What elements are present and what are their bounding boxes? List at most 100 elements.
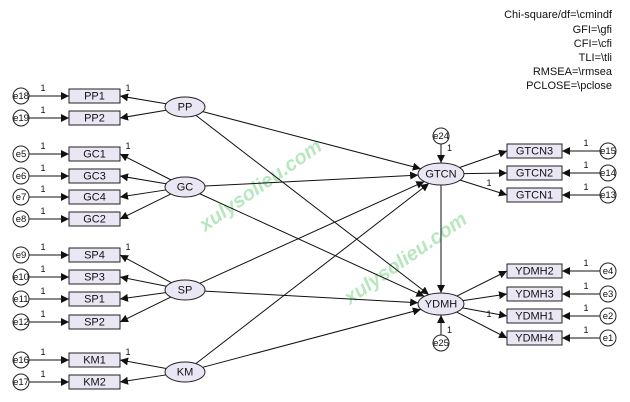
indicator-box-sp2 bbox=[68, 314, 121, 330]
latent-label-gc: GC bbox=[177, 182, 194, 194]
indicator-box-gc1 bbox=[68, 146, 121, 162]
error-circle-e12 bbox=[12, 313, 30, 331]
error-label-e2: e2 bbox=[603, 311, 614, 322]
loading-ydmh4 bbox=[456, 311, 508, 339]
indicator-label-sp3: SP3 bbox=[84, 272, 105, 284]
error-label-e3: e3 bbox=[603, 289, 614, 300]
error-circle-e18 bbox=[12, 87, 30, 105]
weight-label: 1 bbox=[40, 264, 45, 274]
loading-gc1 bbox=[119, 153, 172, 181]
latent-ydmh bbox=[417, 292, 465, 316]
weight-label: 1 bbox=[125, 242, 130, 252]
loading-km2 bbox=[119, 374, 166, 385]
indicator-label-sp4: SP4 bbox=[84, 250, 105, 262]
disturbance-label-e25: e25 bbox=[433, 338, 449, 349]
weight-label: 1 bbox=[447, 325, 452, 335]
loading-km1 bbox=[119, 357, 167, 370]
indicator-label-gtcn1: GTCN1 bbox=[516, 190, 553, 202]
indicator-box-ydmh4 bbox=[506, 330, 563, 346]
latent-sp bbox=[164, 279, 206, 301]
indicator-label-pp2: PP2 bbox=[84, 113, 105, 125]
error-label-e12: e12 bbox=[13, 317, 29, 328]
latent-gc bbox=[164, 176, 206, 198]
weight-label: 1 bbox=[40, 309, 45, 319]
error-circle-e3 bbox=[599, 285, 617, 303]
indicator-box-gc4 bbox=[68, 189, 121, 205]
latent-label-gtcn: GTCN bbox=[425, 169, 456, 181]
indicator-box-km1 bbox=[68, 352, 121, 368]
indicator-label-gc4: GC4 bbox=[83, 192, 106, 204]
error-label-e17: e17 bbox=[13, 377, 29, 388]
fit-index-cfi: CFI=\cfi bbox=[574, 38, 612, 50]
weight-label: 1 bbox=[40, 206, 45, 216]
weight-label: 1 bbox=[40, 369, 45, 379]
path-sp-to-gtcn bbox=[199, 181, 425, 284]
fit-index-rmsea: RMSEA=\rmsea bbox=[533, 66, 613, 78]
indicator-label-ydmh1: YDMH1 bbox=[515, 311, 554, 323]
error-circle-e13 bbox=[599, 186, 617, 204]
weight-label: 1 bbox=[486, 309, 491, 319]
indicator-label-gc3: GC3 bbox=[83, 171, 106, 183]
loading-ydmh2 bbox=[456, 270, 508, 297]
weight-label: 1 bbox=[583, 182, 588, 192]
indicator-label-gtcn3: GTCN3 bbox=[516, 146, 553, 158]
indicator-box-ydmh3 bbox=[506, 286, 563, 302]
fit-index-chisq: Chi-square/df=\cmindf bbox=[504, 9, 613, 21]
weight-label: 1 bbox=[40, 105, 45, 115]
error-circle-e16 bbox=[12, 351, 30, 369]
indicator-label-pp1: PP1 bbox=[84, 91, 105, 103]
weight-label: 1 bbox=[583, 325, 588, 335]
latent-pp bbox=[164, 96, 206, 118]
error-label-e14: e14 bbox=[600, 168, 616, 179]
error-circle-e4 bbox=[599, 262, 617, 280]
indicator-label-ydmh4: YDMH4 bbox=[515, 333, 554, 345]
error-label-e7: e7 bbox=[16, 192, 27, 203]
weight-label: 1 bbox=[583, 303, 588, 313]
weight-label: 1 bbox=[583, 160, 588, 170]
loading-pp1 bbox=[119, 93, 167, 105]
error-circle-e19 bbox=[12, 109, 30, 127]
error-label-e8: e8 bbox=[16, 214, 27, 225]
indicator-box-gc3 bbox=[68, 168, 121, 184]
weight-label: 1 bbox=[583, 281, 588, 291]
indicator-box-sp4 bbox=[68, 247, 121, 263]
error-circle-e5 bbox=[12, 145, 30, 163]
loading-gtcn3 bbox=[459, 149, 508, 168]
error-circle-e11 bbox=[12, 290, 30, 308]
weight-label: 1 bbox=[40, 184, 45, 194]
indicator-label-km2: KM2 bbox=[83, 377, 106, 389]
error-label-e19: e19 bbox=[13, 113, 29, 124]
indicator-box-gc2 bbox=[68, 211, 121, 227]
indicator-box-ydmh2 bbox=[506, 263, 563, 279]
weight-label: 1 bbox=[583, 258, 588, 268]
loading-ydmh1 bbox=[462, 307, 508, 319]
path-pp-to-gtcn bbox=[202, 111, 421, 171]
weight-label: 1 bbox=[40, 286, 45, 296]
indicator-box-pp1 bbox=[68, 88, 121, 104]
nodes-layer: PP1e18PP2e19GC1e5GC3e6GC4e7GC2e8SP4e9SP3… bbox=[12, 87, 617, 391]
loading-sp4 bbox=[119, 254, 172, 284]
fit-indices: Chi-square/df=\cmindf GFI=\gfi CFI=\cfi … bbox=[504, 9, 613, 92]
path-pp-to-ydmh bbox=[195, 114, 430, 296]
error-circle-e14 bbox=[599, 164, 617, 182]
fit-index-tli: TLI=\tli bbox=[579, 52, 612, 64]
latent-km bbox=[164, 361, 206, 383]
loading-sp3 bbox=[119, 274, 167, 287]
loading-gtcn1 bbox=[459, 179, 508, 197]
indicator-label-sp1: SP1 bbox=[84, 294, 105, 306]
error-label-e11: e11 bbox=[13, 294, 28, 305]
path-km-to-gtcn bbox=[195, 182, 430, 364]
error-circle-e15 bbox=[599, 142, 617, 160]
error-label-e5: e5 bbox=[16, 149, 27, 160]
path-gc-to-ydmh bbox=[199, 193, 425, 297]
indicator-box-pp2 bbox=[68, 110, 121, 126]
loading-pp2 bbox=[119, 109, 167, 121]
weight-label: 1 bbox=[40, 141, 45, 151]
loading-sp1 bbox=[119, 292, 166, 302]
latent-gtcn bbox=[417, 162, 465, 186]
latent-label-sp: SP bbox=[178, 285, 193, 297]
weight-label: 1 bbox=[447, 143, 452, 153]
loading-gc3 bbox=[119, 173, 167, 185]
path-sp-to-ydmh bbox=[204, 290, 419, 307]
error-circle-e9 bbox=[12, 246, 30, 264]
